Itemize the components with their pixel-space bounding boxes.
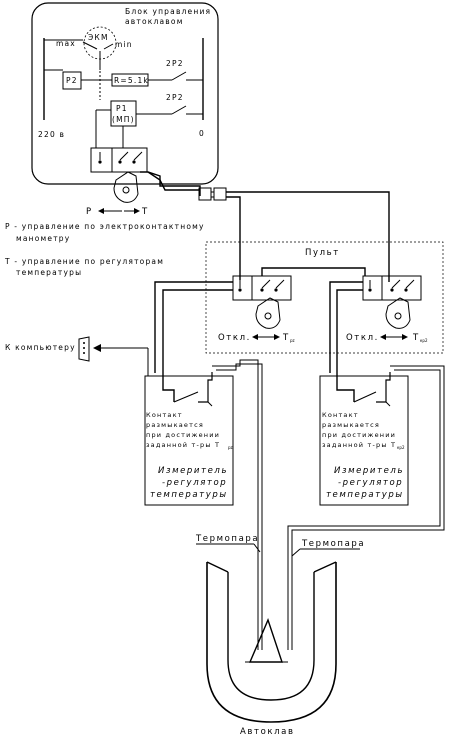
regulator-left-note-sub: рz — [228, 445, 233, 450]
label-switch-p: Р — [86, 207, 93, 217]
thermocouple-cables — [212, 359, 445, 650]
selector-contact-2 — [119, 151, 129, 161]
label-ekm: ЭКМ — [88, 33, 109, 42]
selector-contact-3 — [133, 151, 143, 161]
label-resistor: R=5.1k — [114, 76, 149, 85]
label-p1-mp: (МП) — [112, 115, 135, 124]
regulator-right-name-1: Измеритель — [334, 466, 404, 476]
control-block: Блок управления автоклавом max min ЭКМ Р… — [31, 2, 219, 185]
panel-knob-right[interactable] — [385, 297, 411, 329]
contact-2p2-b — [171, 105, 187, 115]
panel-frame — [205, 241, 444, 354]
panel-off-left: Откл. — [218, 333, 251, 343]
legend-t-line2: температуры — [16, 268, 82, 277]
regulator-left-name-3: температуры — [150, 490, 228, 500]
autoclave-label: Автоклав — [240, 727, 295, 737]
label-voltage: 220 в — [38, 130, 65, 139]
regulator-right: Контакт размыкается при достижении задан… — [319, 372, 409, 506]
regulator-left-note-2: размыкается — [146, 421, 204, 429]
ekm-left-contact — [82, 41, 98, 50]
regulator-right-note-2: размыкается — [322, 421, 380, 429]
regulator-right-name-2: -регулятор — [338, 478, 403, 488]
label-zero: 0 — [199, 129, 205, 138]
contact-2p2-a — [171, 71, 187, 81]
selector-node-1 — [98, 160, 102, 164]
arrow-to-t-head — [134, 208, 140, 214]
label-min: min — [115, 40, 133, 49]
panel-t-right: Т — [412, 333, 420, 343]
regulator-left: Контакт размыкается при достижении задан… — [144, 372, 234, 506]
regulator-right-note-3: при достижении — [322, 431, 396, 439]
panel: Пульт Откл. Т рz Откл. — [205, 241, 444, 354]
panel-t-left-sub: рz — [290, 338, 295, 343]
control-block-subtitle: автоклавом — [125, 17, 184, 26]
selector-node-2 — [118, 160, 122, 164]
panel-off-right: Откл. — [346, 333, 379, 343]
ekm-right-contact — [103, 43, 114, 50]
serial-port-icon[interactable] — [78, 336, 90, 362]
label-max: max — [56, 39, 76, 48]
selector-knob-shape — [113, 171, 139, 203]
connector-right — [213, 187, 227, 201]
autoclave-outer-wall — [206, 562, 337, 723]
regulator-right-name-3: температуры — [326, 490, 404, 500]
legend-p-line2: манометру — [16, 234, 70, 243]
main-cable — [140, 171, 390, 282]
regulator-left-note-4: заданной т-ры Т — [146, 441, 220, 449]
selector-switch-body[interactable] — [90, 147, 148, 173]
thermocouple-left-label: Термопара — [195, 534, 259, 544]
panel-t-left: Т — [282, 333, 290, 343]
legend-p-line1: Р - управление по электроконтактному — [5, 222, 205, 231]
crucible — [248, 618, 283, 663]
arrow-to-p-head — [98, 208, 104, 214]
label-2p2-a: 2Р2 — [166, 59, 184, 68]
control-block-title: Блок управления — [125, 7, 211, 16]
regulator-right-note-4: заданной т-ры Т — [322, 441, 396, 449]
regulator-left-note-1: Контакт — [146, 411, 183, 419]
regulator-left-name-2: -регулятор — [162, 478, 227, 488]
panel-switch-right[interactable] — [362, 275, 422, 301]
label-p1: Р1 — [116, 104, 128, 113]
computer-label: К компьютеру — [5, 343, 76, 352]
selector-knob[interactable] — [113, 171, 139, 203]
label-2p2-b: 2Р2 — [166, 93, 184, 102]
panel-t-right-sub: кр2 — [420, 338, 428, 343]
selector-knob-dot — [122, 186, 130, 194]
thermocouple-right-label: Термопара — [301, 539, 365, 549]
regulator-left-box — [144, 375, 234, 506]
computer-cable-arrow — [93, 344, 101, 352]
panel-knob-left[interactable] — [255, 297, 281, 329]
autoclave — [206, 561, 337, 723]
regulator-right-note-sub: кр2 — [397, 445, 405, 450]
regulator-left-note-3: при достижении — [146, 431, 220, 439]
control-block-frame — [31, 2, 219, 185]
panel-title: Пульт — [305, 248, 340, 258]
regulator-left-name-1: Измеритель — [158, 466, 228, 476]
connector-left — [198, 187, 212, 201]
panel-to-regulators — [154, 281, 363, 402]
label-switch-t: Т — [141, 207, 149, 217]
regulator-right-box — [319, 375, 409, 506]
legend-t-line1: Т - управление по регуляторам — [4, 257, 164, 266]
label-p2: Р2 — [66, 76, 78, 85]
selector-node-3 — [132, 160, 136, 164]
regulator-right-note-1: Контакт — [322, 411, 359, 419]
autoclave-inner-wall — [227, 572, 315, 701]
